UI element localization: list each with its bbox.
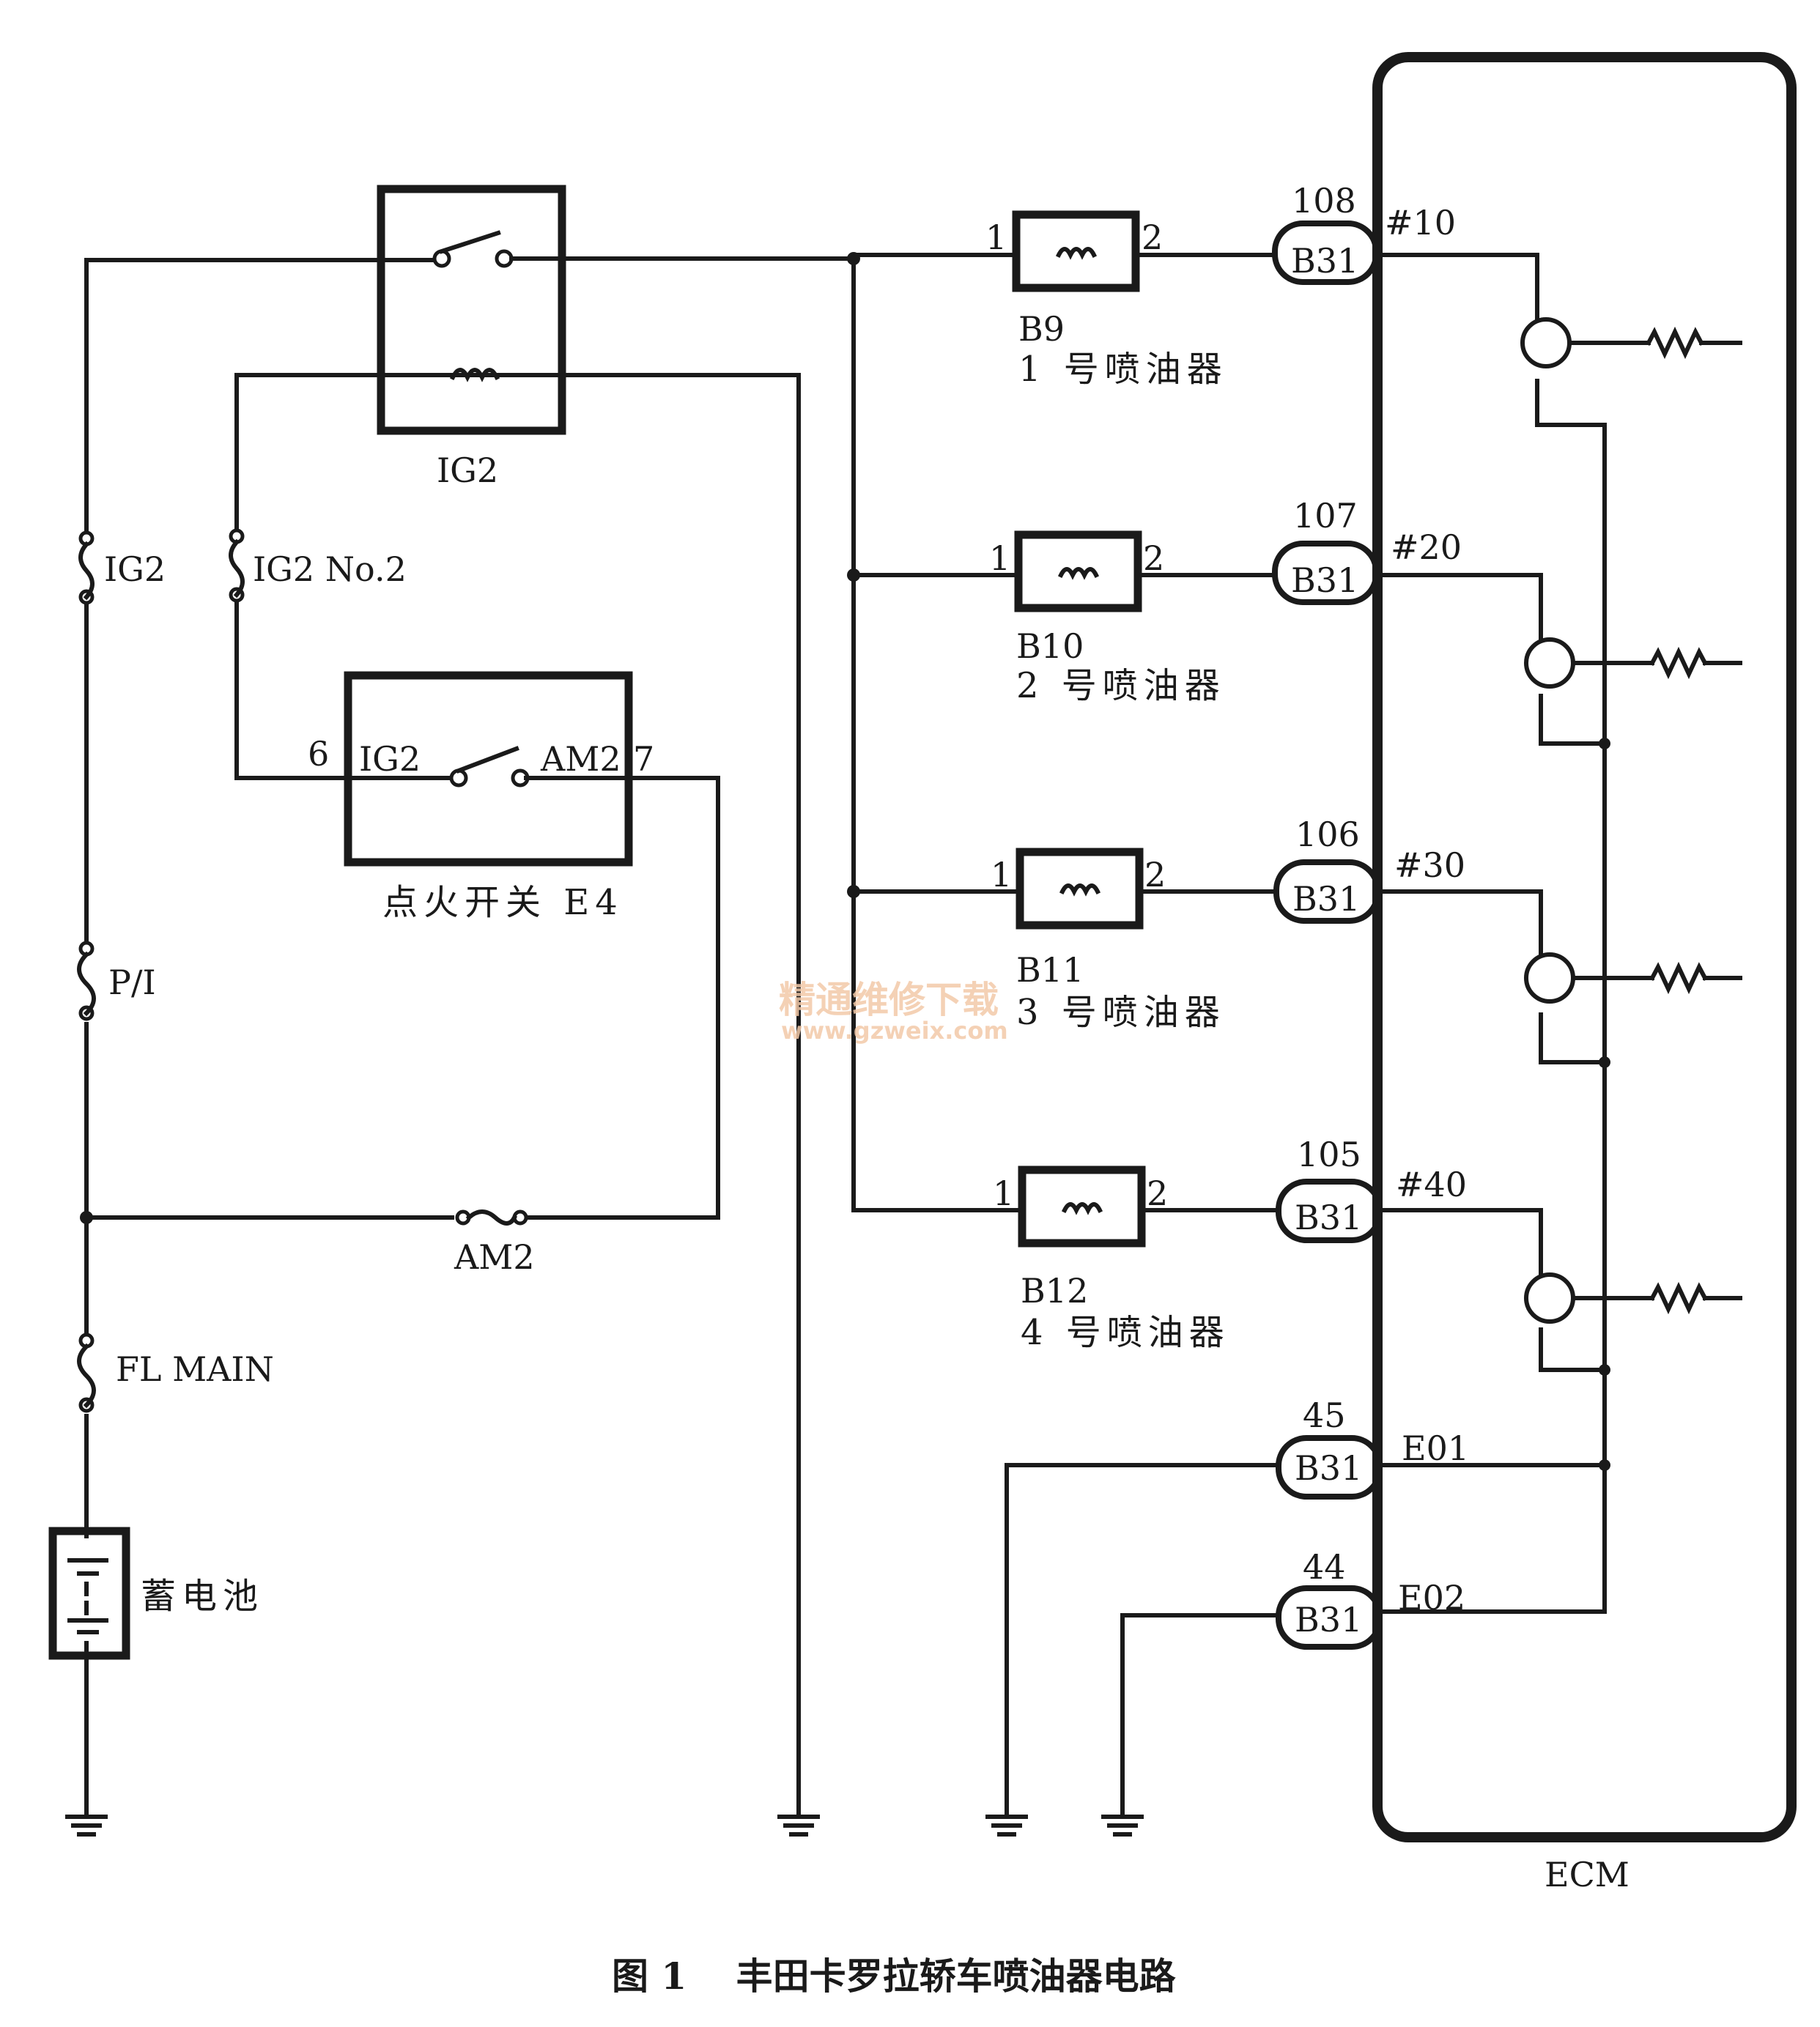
injector-4-signal: #40 — [1396, 1165, 1467, 1204]
ig-switch-term-left: IG2 — [359, 739, 421, 779]
injector-4-connector: B31 — [1295, 1198, 1362, 1237]
ground-connector-e01 — [1005, 1435, 1383, 1819]
ground-left-icon — [65, 1815, 108, 1837]
ground-e01-pin: 45 — [1303, 1396, 1346, 1435]
injector-1-signal: #10 — [1385, 203, 1456, 242]
watermark: 精通维修下载 www.gzweix.com — [779, 979, 1008, 1045]
battery-symbol — [48, 1527, 130, 1660]
injector-4-name: 4 号喷油器 — [1021, 1312, 1230, 1353]
injector-2-connector: B31 — [1291, 560, 1358, 600]
injector-3-pin1: 1 — [991, 855, 1012, 894]
ground-e02-connector: B31 — [1295, 1600, 1362, 1639]
ecm-driver-circuits — [1375, 253, 1742, 1614]
injector-4-code: B12 — [1021, 1271, 1088, 1311]
watermark-cn: 精通维修下载 — [779, 979, 999, 1021]
injector-2-pin2: 2 — [1143, 538, 1164, 578]
ecm-label: ECM — [1545, 1855, 1630, 1894]
injector-4-pin1: 1 — [993, 1174, 1014, 1213]
injector-1-ecm-pin: 108 — [1292, 181, 1356, 221]
relay-label: IG2 — [437, 451, 498, 490]
watermark-url: www.gzweix.com — [781, 1017, 1008, 1045]
injector-2-code: B10 — [1016, 626, 1084, 666]
ecm-box — [1372, 52, 1797, 1842]
ground-e02-icon — [1101, 1815, 1144, 1837]
ig-switch-pin-right: 7 — [633, 739, 654, 779]
fuse-ig2-symbol — [78, 530, 95, 605]
injector-1-pin2: 2 — [1142, 218, 1163, 257]
fuse-ig2-label: IG2 — [104, 549, 166, 589]
injector-3 — [851, 848, 1380, 930]
battery-label: 蓄电池 — [141, 1576, 264, 1617]
ground-relay-icon — [777, 1815, 820, 1837]
ig-switch-title: 点火开关 E4 — [382, 882, 624, 923]
fuse-am2-symbol — [454, 1209, 528, 1226]
fuse-am2-label: AM2 — [454, 1237, 535, 1277]
injector-3-ecm-pin: 106 — [1295, 815, 1360, 854]
fuse-flmain-label: FL MAIN — [116, 1349, 274, 1389]
fuse-pi-label: P/I — [108, 963, 156, 1002]
injector-3-pin2: 2 — [1144, 855, 1166, 894]
ignition-switch — [344, 671, 634, 867]
injector-4-pin2: 2 — [1147, 1174, 1168, 1213]
fuse-pi-symbol — [77, 941, 96, 1022]
injector-1-code: B9 — [1018, 309, 1065, 349]
injector-3-signal: #30 — [1394, 845, 1465, 885]
injector-4 — [851, 1166, 1383, 1248]
injector-3-name: 3 号喷油器 — [1016, 992, 1226, 1033]
injector-2-ecm-pin: 107 — [1293, 496, 1358, 536]
fuse-ig2-no2-label: IG2 No.2 — [253, 549, 407, 589]
ground-e01-connector: B31 — [1295, 1448, 1362, 1488]
injector-1-name: 1 号喷油器 — [1018, 349, 1228, 390]
fuse-ig2-no2-symbol — [229, 528, 245, 603]
am2-junction — [80, 1211, 93, 1224]
injector-4-ecm-pin: 105 — [1297, 1135, 1361, 1174]
injector-3-code: B11 — [1016, 950, 1084, 990]
injector-1-connector: B31 — [1291, 241, 1358, 281]
ground-e01-signal: E01 — [1402, 1428, 1469, 1468]
injector-3-connector: B31 — [1292, 879, 1360, 919]
ig2-relay — [377, 185, 852, 435]
fuse-flmain-symbol — [77, 1333, 96, 1414]
injector-2-pin1: 1 — [989, 538, 1010, 578]
ig-switch-term-right: AM2 — [540, 739, 621, 779]
ig-switch-pin-left: 6 — [308, 734, 329, 774]
injector-1 — [851, 210, 1379, 292]
ground-e01-icon — [985, 1815, 1028, 1837]
ground-e02-pin: 44 — [1303, 1547, 1346, 1587]
injector-2-name: 2 号喷油器 — [1016, 665, 1226, 706]
injector-1-pin1: 1 — [985, 218, 1007, 257]
figure-caption: 图 1 丰田卡罗拉轿车喷油器电路 — [612, 1954, 1177, 1998]
injector-2-signal: #20 — [1391, 527, 1462, 567]
